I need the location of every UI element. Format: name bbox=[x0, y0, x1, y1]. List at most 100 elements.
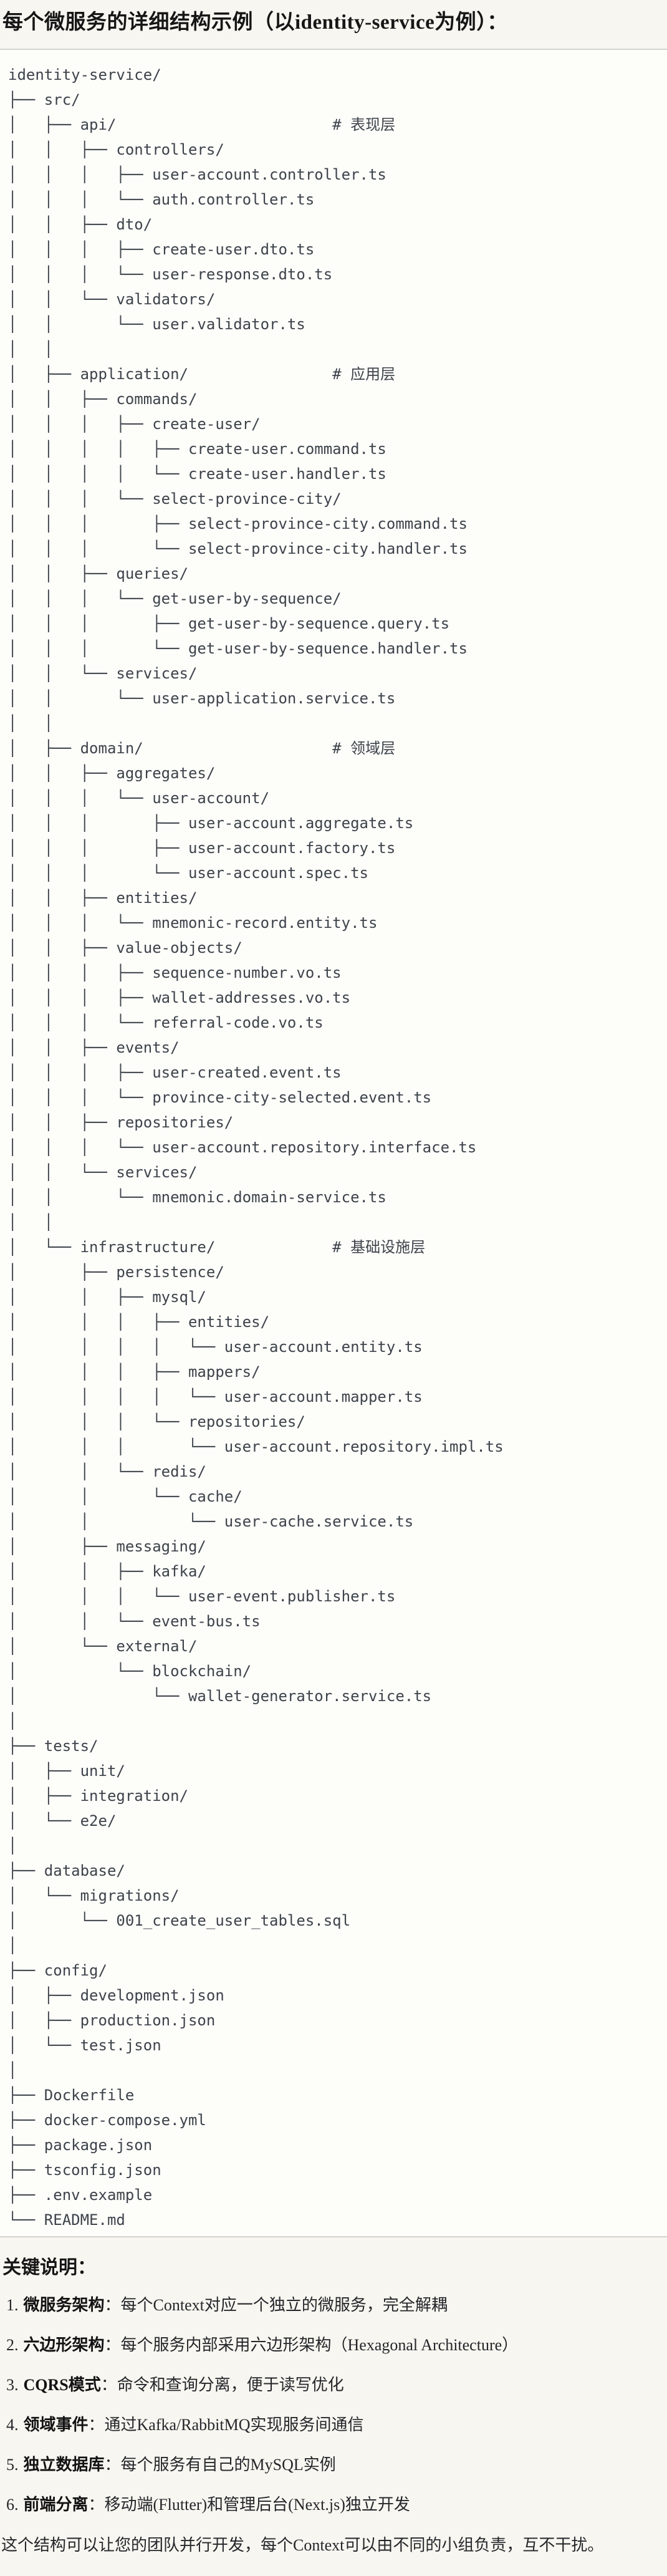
tree-line: │ │ │ ├── mappers/ bbox=[8, 1363, 261, 1381]
tree-line: │ │ │ ├── user-account.factory.ts bbox=[8, 839, 396, 857]
tree-line: │ │ └── services/ bbox=[8, 1164, 198, 1181]
note-number: 1. bbox=[6, 2296, 19, 2314]
note-number: 4. bbox=[6, 2416, 19, 2434]
tree-line: ├── database/ bbox=[8, 1862, 125, 1879]
note-text: 每个服务有自己的MySQL实例 bbox=[120, 2456, 336, 2474]
note-colon: ： bbox=[104, 2336, 121, 2354]
tree-line: │ │ └── event-bus.ts bbox=[8, 1613, 261, 1630]
tree-line: │ │ ├── mysql/ bbox=[8, 1288, 206, 1306]
note-colon: ： bbox=[104, 2456, 121, 2474]
tree-line: │ └── blockchain/ bbox=[8, 1662, 252, 1680]
tree-line: ├── docker-compose.yml bbox=[8, 2111, 206, 2129]
note-term: 领域事件 bbox=[23, 2416, 89, 2434]
tree-line: │ │ ├── queries/ bbox=[8, 565, 188, 582]
tree-line: │ ├── production.json bbox=[8, 2012, 216, 2029]
note-text: 每个Context对应一个独立的微服务，完全解耦 bbox=[120, 2296, 448, 2314]
tree-line: identity-service/ bbox=[8, 66, 161, 84]
tree-line: ├── package.json bbox=[8, 2136, 153, 2154]
tree-line: │ │ └── mnemonic.domain-service.ts bbox=[8, 1189, 386, 1206]
tree-line: │ │ ├── kafka/ bbox=[8, 1563, 206, 1580]
tree-line: │ │ ├── aggregates/ bbox=[8, 765, 216, 782]
tree-line: │ │ │ │ └── create-user.handler.ts bbox=[8, 465, 386, 483]
tree-line: │ │ ├── entities/ bbox=[8, 889, 198, 907]
tree-line: │ ├── persistence/ bbox=[8, 1263, 224, 1281]
tree-line: └── README.md bbox=[8, 2211, 125, 2229]
tree-line: │ │ │ ├── wallet-addresses.vo.ts bbox=[8, 989, 351, 1006]
tree-line: │ │ ├── events/ bbox=[8, 1039, 180, 1056]
tree-line: │ │ │ ├── entities/ bbox=[8, 1313, 270, 1331]
tree-line: │ │ └── redis/ bbox=[8, 1463, 206, 1480]
tree-line: │ │ bbox=[8, 1213, 54, 1231]
tree-line: │ │ bbox=[8, 715, 54, 732]
tree-line: │ └── wallet-generator.service.ts bbox=[8, 1687, 432, 1705]
tree-line: │ └── 001_create_user_tables.sql bbox=[8, 1912, 351, 1929]
tree-line: │ │ └── services/ bbox=[8, 665, 198, 682]
tree-line: │ ├── api/ # 表现层 bbox=[8, 116, 396, 133]
tree-line: │ bbox=[8, 2062, 17, 2079]
footer-paragraph: 这个结构可以让您的团队并行开发，每个Context可以由不同的小组负责，互不干扰… bbox=[1, 2536, 604, 2554]
tree-line: ├── config/ bbox=[8, 1962, 107, 1979]
note-item: 3.CQRS模式：命令和查询分离，便于读写优化 bbox=[6, 2375, 667, 2396]
note-item: 6.前端分离：移动端(Flutter)和管理后台(Next.js)独立开发 bbox=[6, 2494, 667, 2516]
file-tree: identity-service/├── src/│ ├── api/ # 表现… bbox=[0, 49, 667, 2237]
document: 每个微服务的详细结构示例（以identity-service为例）： ident… bbox=[0, 9, 667, 2557]
tree-line: │ │ │ ├── user-account.aggregate.ts bbox=[8, 814, 414, 832]
tree-line: │ │ │ └── user-account.spec.ts bbox=[8, 864, 368, 882]
tree-line: │ │ │ ├── get-user-by-sequence.query.ts bbox=[8, 615, 450, 632]
tree-line: │ │ │ ├── create-user.dto.ts bbox=[8, 241, 315, 258]
tree-line: │ └── migrations/ bbox=[8, 1887, 180, 1904]
tree-line: ├── tsconfig.json bbox=[8, 2161, 161, 2179]
note-term: 前端分离 bbox=[23, 2496, 89, 2514]
tree-line: │ │ │ └── user-account/ bbox=[8, 789, 270, 807]
tree-line: │ │ │ ├── user-created.event.ts bbox=[8, 1064, 342, 1081]
tree-line: ├── .env.example bbox=[8, 2186, 153, 2204]
note-term: 微服务架构 bbox=[23, 2296, 105, 2314]
tree-line: │ ├── application/ # 应用层 bbox=[8, 365, 396, 383]
tree-line: │ │ bbox=[8, 340, 54, 358]
note-text: 每个服务内部采用六边形架构（Hexagonal Architecture） bbox=[120, 2336, 519, 2354]
tree-line: │ ├── domain/ # 领域层 bbox=[8, 740, 396, 757]
tree-line: │ │ ├── value-objects/ bbox=[8, 939, 242, 957]
tree-line: │ │ │ └── get-user-by-sequence.handler.t… bbox=[8, 640, 468, 657]
tree-line: │ ├── development.json bbox=[8, 1987, 224, 2004]
tree-line: │ bbox=[8, 1937, 17, 1954]
tree-line: │ │ │ ├── sequence-number.vo.ts bbox=[8, 964, 342, 982]
note-item: 1.微服务架构：每个Context对应一个独立的微服务，完全解耦 bbox=[6, 2295, 667, 2316]
tree-line: │ └── test.json bbox=[8, 2037, 161, 2054]
tree-line: │ │ │ └── auth.controller.ts bbox=[8, 191, 315, 208]
note-text: 通过Kafka/RabbitMQ实现服务间通信 bbox=[104, 2416, 364, 2434]
notes-heading: 关键说明： bbox=[2, 2257, 96, 2278]
tree-line: │ └── infrastructure/ # 基础设施层 bbox=[8, 1238, 426, 1256]
tree-line: │ │ │ └── province-city-selected.event.t… bbox=[8, 1089, 432, 1106]
tree-line: │ │ └── user-application.service.ts bbox=[8, 690, 396, 707]
note-colon: ： bbox=[88, 2496, 105, 2514]
tree-line: │ │ │ │ ├── create-user.command.ts bbox=[8, 440, 386, 458]
tree-line: │ │ └── user-cache.service.ts bbox=[8, 1513, 414, 1530]
tree-line: │ ├── unit/ bbox=[8, 1762, 125, 1780]
note-item: 5.独立数据库：每个服务有自己的MySQL实例 bbox=[6, 2454, 667, 2476]
tree-line: │ └── external/ bbox=[8, 1638, 198, 1655]
tree-line: │ └── e2e/ bbox=[8, 1812, 117, 1830]
note-number: 5. bbox=[6, 2456, 19, 2474]
note-number: 2. bbox=[6, 2336, 19, 2354]
tree-line: ├── Dockerfile bbox=[8, 2086, 135, 2104]
tree-line: │ ├── integration/ bbox=[8, 1787, 188, 1805]
page-title: 每个微服务的详细结构示例（以identity-service为例）： bbox=[2, 11, 508, 34]
tree-line: │ bbox=[8, 1712, 17, 1730]
tree-line: │ │ ├── controllers/ bbox=[8, 141, 224, 158]
note-text: 移动端(Flutter)和管理后台(Next.js)独立开发 bbox=[104, 2496, 410, 2514]
tree-line: │ │ ├── commands/ bbox=[8, 390, 198, 408]
tree-line: ├── tests/ bbox=[8, 1737, 98, 1755]
tree-line: │ │ └── cache/ bbox=[8, 1488, 242, 1505]
note-colon: ： bbox=[100, 2376, 117, 2394]
note-colon: ： bbox=[104, 2296, 121, 2314]
tree-line: │ │ │ └── repositories/ bbox=[8, 1413, 305, 1430]
note-term: 六边形架构 bbox=[23, 2336, 105, 2354]
note-colon: ： bbox=[88, 2416, 105, 2434]
tree-line: │ │ │ │ └── user-account.mapper.ts bbox=[8, 1388, 423, 1406]
note-number: 3. bbox=[6, 2376, 19, 2394]
note-term: 独立数据库 bbox=[23, 2456, 105, 2474]
tree-line: │ │ │ └── select-province-city/ bbox=[8, 490, 342, 508]
tree-line: │ │ │ ├── create-user/ bbox=[8, 415, 261, 433]
